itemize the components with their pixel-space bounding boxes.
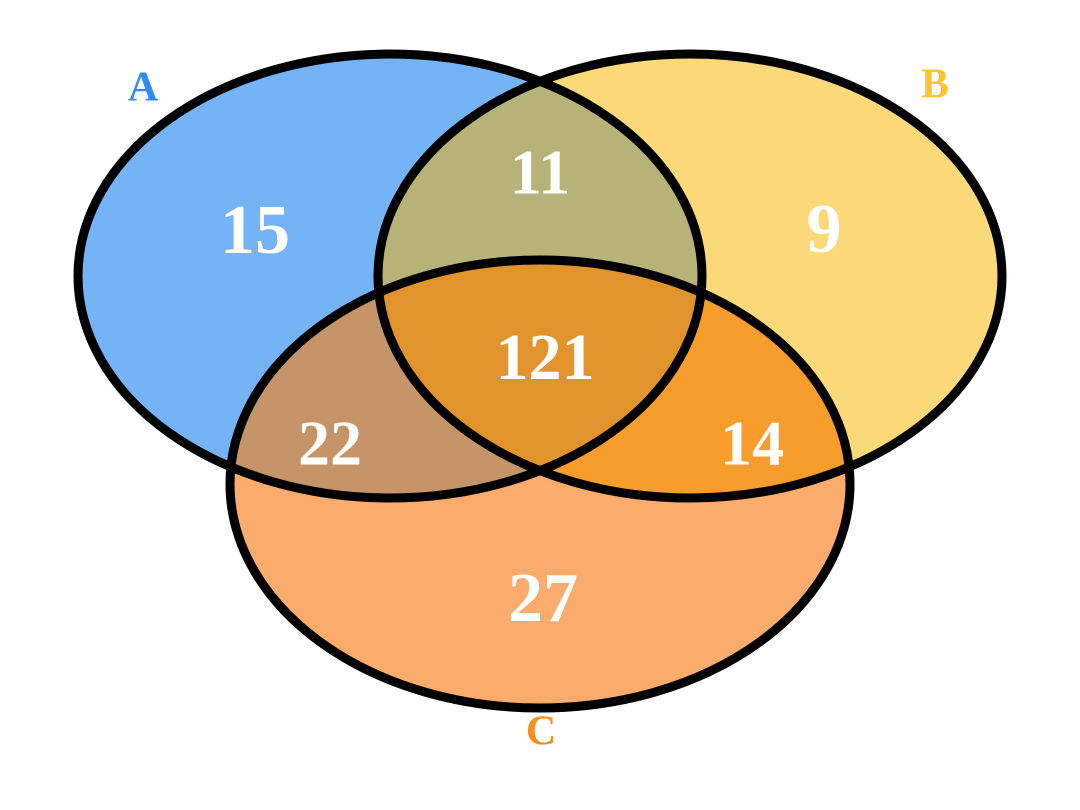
venn-set-label-c: C [526, 709, 556, 755]
venn-circle-c-outline[interactable] [225, 255, 855, 713]
venn-circle-a-outline[interactable] [73, 49, 707, 503]
venn-region-fills [78, 54, 1002, 708]
venn-count-b-only: 9 [807, 191, 842, 268]
venn-set-labels: A B C [128, 62, 949, 755]
venn-count-a-and-c: 22 [298, 408, 362, 479]
venn-outlines [73, 49, 1007, 713]
venn-count-a-only: 15 [220, 192, 290, 269]
venn-set-label-a: A [128, 65, 159, 111]
venn-count-a-and-b: 11 [510, 137, 570, 208]
venn-count-a-and-b-and-c: 121 [496, 321, 595, 394]
venn-count-c-only: 27 [508, 560, 578, 637]
venn-count-b-and-c: 14 [720, 408, 784, 479]
venn-set-label-b: B [921, 62, 949, 108]
venn-region-labels: 15 9 27 11 22 14 121 [220, 137, 842, 637]
venn-circle-b-outline[interactable] [373, 49, 1007, 503]
